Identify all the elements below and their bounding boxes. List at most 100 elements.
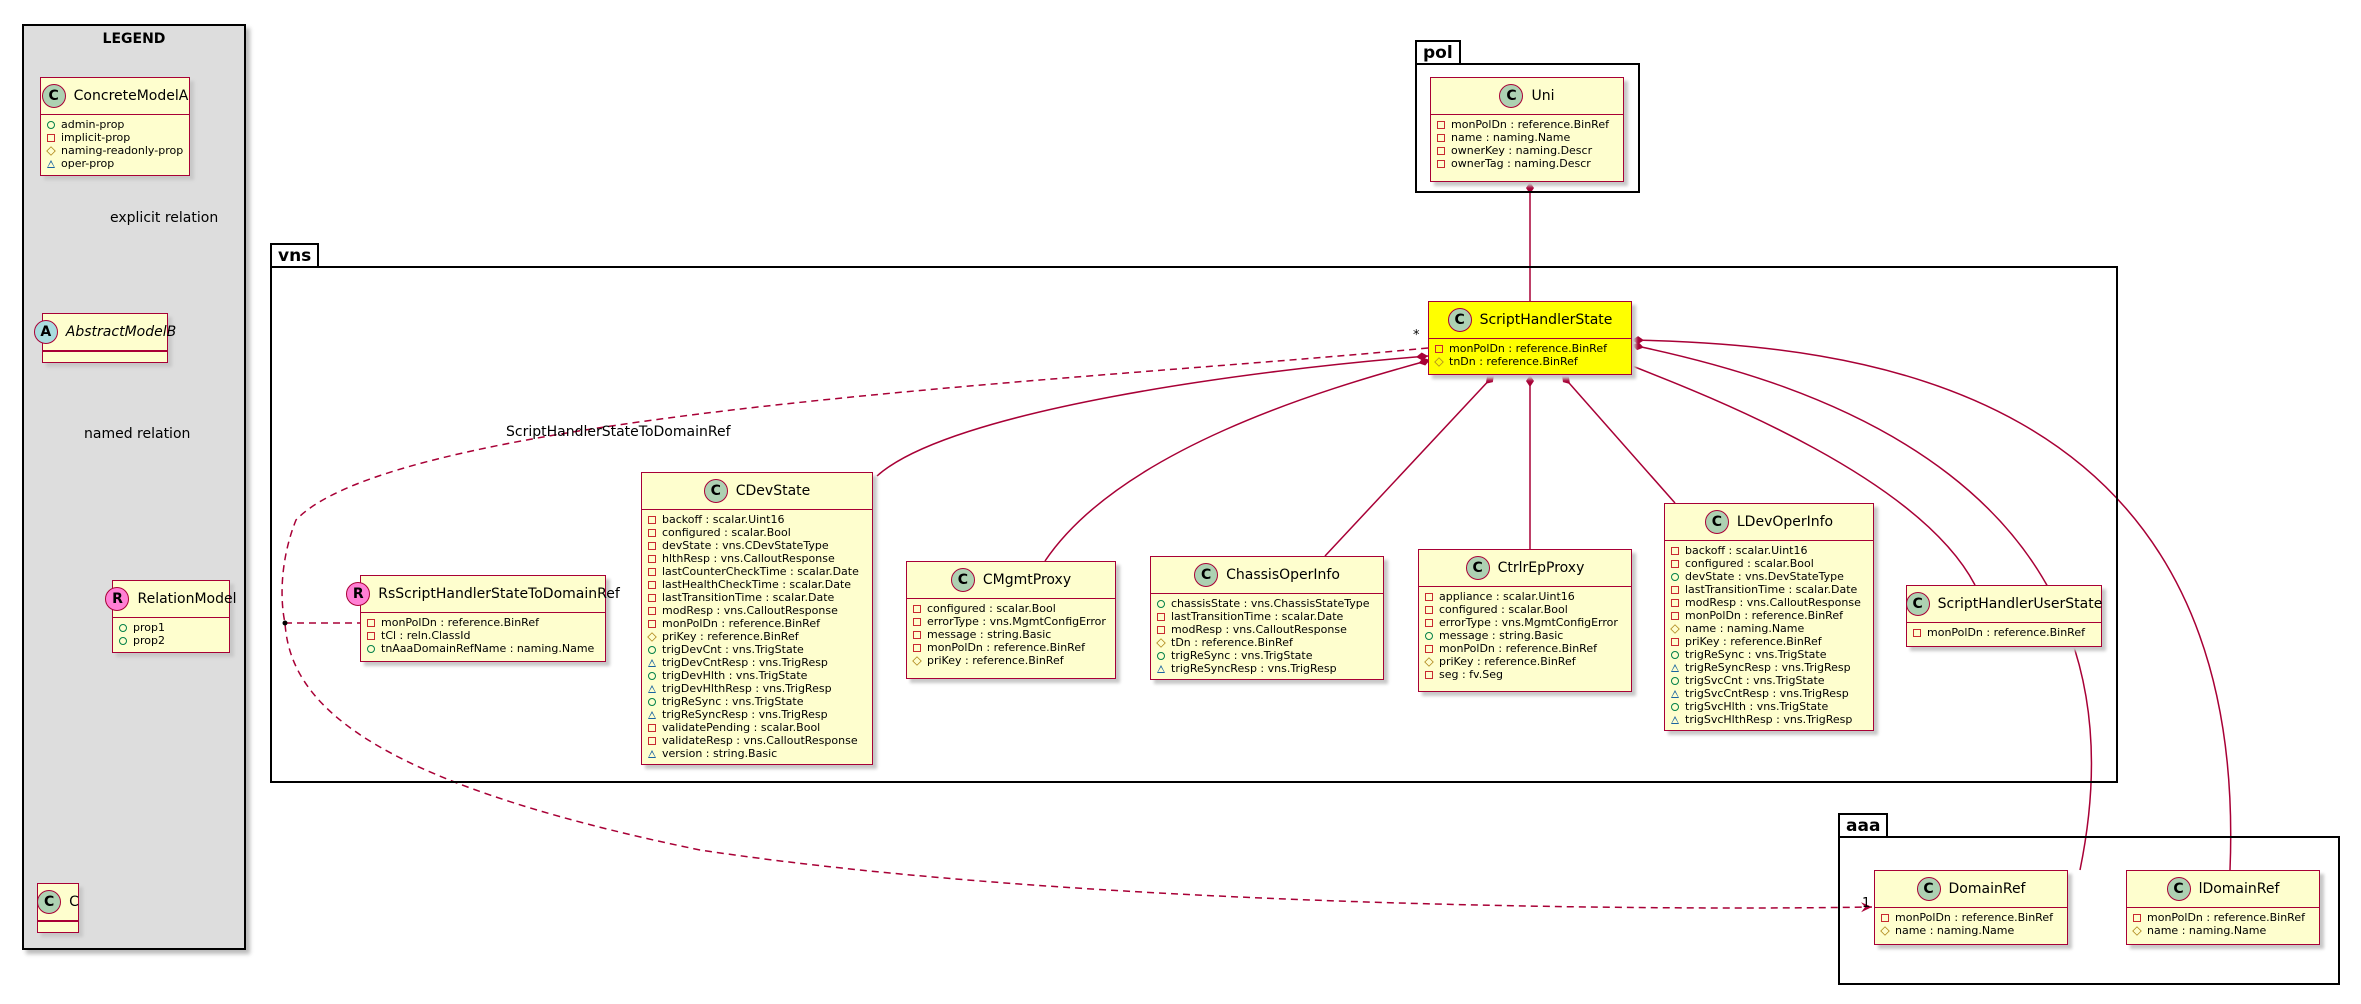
attribute-row: trigReSyncResp : vns.TrigResp — [1157, 662, 1377, 675]
attribute-text: monPolDn : reference.BinRef — [1439, 642, 1597, 655]
private-visibility-icon — [47, 133, 55, 142]
class-stereotype-icon: C — [2166, 877, 2191, 901]
attribute-text: priKey : reference.BinRef — [1439, 655, 1576, 668]
package-visibility-icon — [1671, 689, 1679, 698]
class-name: ScriptHandlerState — [1479, 312, 1613, 328]
private-visibility-icon — [1425, 605, 1433, 614]
private-visibility-icon — [1437, 133, 1445, 142]
attribute-text: devState : vns.CDevStateType — [662, 539, 829, 552]
package-aaa-tab: aaa — [1838, 813, 1889, 838]
composition-cmgmtproxy — [1044, 357, 1431, 562]
attribute-row: trigDevHlth : vns.TrigState — [648, 669, 866, 682]
attribute-text: admin-prop — [61, 118, 125, 131]
package-visibility-icon — [1157, 664, 1165, 673]
protected-visibility-icon — [1434, 356, 1444, 367]
attribute-row: monPolDn : reference.BinRef — [1425, 642, 1625, 655]
attribute-text: appliance : scalar.Uint16 — [1439, 590, 1575, 603]
class-attributes: admin-prop implicit-prop naming-readonly… — [41, 115, 189, 174]
public-visibility-icon — [648, 645, 656, 654]
attribute-row: trigReSyncResp : vns.TrigResp — [1671, 661, 1867, 674]
attribute-row: validateResp : vns.CalloutResponse — [648, 734, 866, 747]
composition-domainref — [1631, 342, 2093, 871]
private-visibility-icon — [648, 541, 656, 550]
attribute-row: monPolDn : reference.BinRef — [1437, 118, 1617, 131]
legend-named-relation-label: named relation — [84, 426, 191, 442]
attribute-row: trigReSyncResp : vns.TrigResp — [648, 708, 866, 721]
attribute-row: lastTransitionTime : scalar.Date — [1671, 583, 1867, 596]
attribute-row: monPolDn : reference.BinRef — [1913, 626, 2095, 639]
private-visibility-icon — [648, 567, 656, 576]
attribute-row: errorType : vns.MgmtConfigError — [913, 615, 1109, 628]
attribute-text: trigReSyncResp : vns.TrigResp — [662, 708, 828, 721]
attribute-row: message : string.Basic — [1425, 629, 1625, 642]
attribute-text: configured : scalar.Bool — [1439, 603, 1568, 616]
attribute-row: configured : scalar.Bool — [1671, 557, 1867, 570]
private-visibility-icon — [2133, 913, 2141, 922]
attribute-text: tCl : reln.ClassId — [381, 629, 471, 642]
package-visibility-icon — [648, 749, 656, 758]
attribute-row: trigDevHlthResp : vns.TrigResp — [648, 682, 866, 695]
attribute-row: trigReSync : vns.TrigState — [648, 695, 866, 708]
attribute-row: priKey : reference.BinRef — [912, 654, 1109, 667]
attribute-text: modResp : vns.CalloutResponse — [1171, 623, 1347, 636]
attribute-text: monPolDn : reference.BinRef — [1451, 118, 1609, 131]
protected-visibility-icon — [1880, 925, 1890, 936]
private-visibility-icon — [1913, 628, 1921, 637]
private-visibility-icon — [1671, 546, 1679, 555]
attribute-row: validatePending : scalar.Bool — [648, 721, 866, 734]
class-name: LDevOperInfo — [1736, 514, 1834, 530]
private-visibility-icon — [367, 631, 375, 640]
attribute-row: chassisState : vns.ChassisStateType — [1157, 597, 1377, 610]
attribute-text: priKey : reference.BinRef — [662, 630, 799, 643]
legend-panel: LEGEND — [22, 24, 246, 950]
attribute-text: name : naming.Name — [1895, 924, 2015, 937]
package-pol — [1415, 63, 1640, 193]
attribute-text: trigSvcHlthResp : vns.TrigResp — [1685, 713, 1853, 726]
class-name: ChassisOperInfo — [1226, 567, 1340, 583]
attribute-text: configured : scalar.Bool — [1685, 557, 1814, 570]
package-visibility-icon — [648, 684, 656, 693]
attribute-row: devState : vns.CDevStateType — [648, 539, 866, 552]
private-visibility-icon — [1157, 625, 1165, 634]
package-aaa — [1838, 836, 2340, 985]
attribute-text: seg : fv.Seg — [1439, 668, 1503, 681]
public-visibility-icon — [47, 120, 55, 129]
attribute-row: monPolDn : reference.BinRef — [648, 617, 866, 630]
attribute-row: oper-prop — [47, 157, 183, 170]
attribute-text: trigDevCnt : vns.TrigState — [662, 643, 804, 656]
attribute-text: errorType : vns.MgmtConfigError — [927, 615, 1106, 628]
attribute-row: modResp : vns.CalloutResponse — [1671, 596, 1867, 609]
attribute-row: monPolDn : reference.BinRef — [913, 641, 1109, 654]
private-visibility-icon — [648, 593, 656, 602]
attribute-row: prop2 — [119, 634, 223, 647]
attribute-row: backoff : scalar.Uint16 — [648, 513, 866, 526]
attribute-text: oper-prop — [61, 157, 115, 170]
attribute-row: lastTransitionTime : scalar.Date — [648, 591, 866, 604]
class-name: ConcreteModelA — [73, 88, 189, 104]
attribute-text: chassisState : vns.ChassisStateType — [1171, 597, 1370, 610]
